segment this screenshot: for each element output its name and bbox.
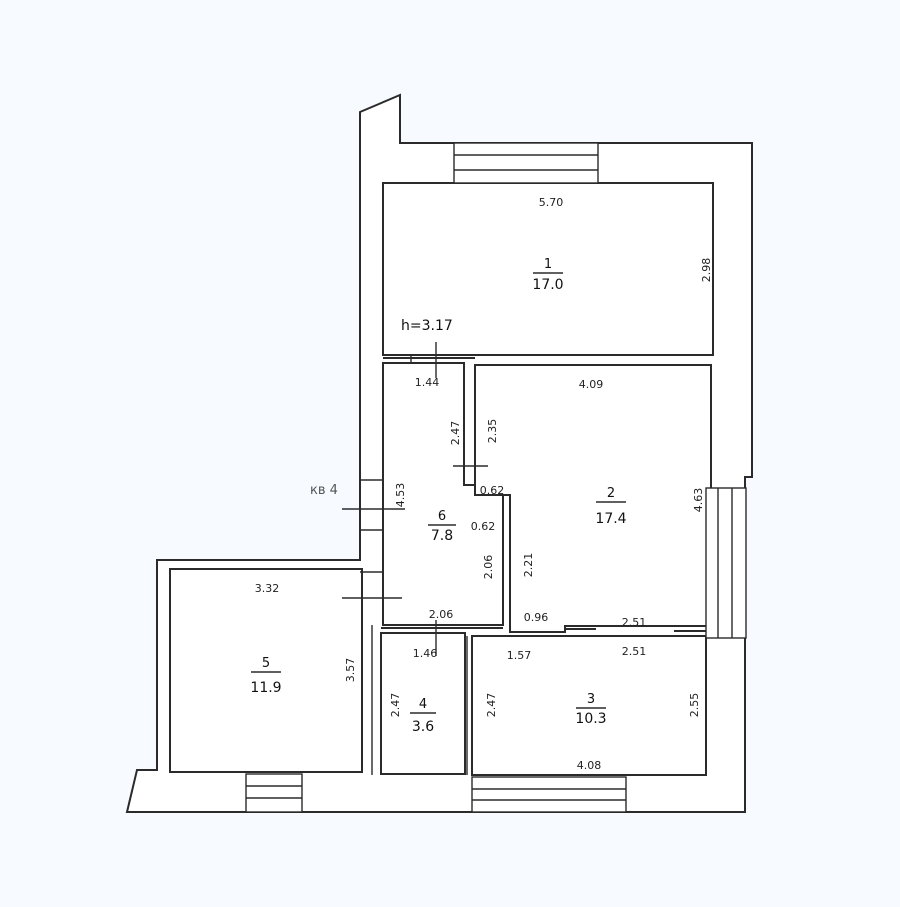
- room-4-number: 4: [419, 697, 427, 712]
- dim-r3-top-left: 1.57: [507, 649, 532, 662]
- ceiling-height-label: h=3.17: [401, 318, 453, 334]
- dim-r2-notch: 0.62: [480, 484, 505, 497]
- dim-r3-right: 2.55: [688, 693, 701, 718]
- dim-r3-top-right: 2.51: [622, 645, 647, 658]
- room-2-number: 2: [607, 486, 615, 501]
- window-bottom-left: [245, 773, 303, 813]
- dim-r6-width-bottom: 2.06: [429, 608, 454, 621]
- window-right: [705, 487, 747, 639]
- room-5-number: 5: [262, 656, 270, 671]
- dim-r4-height: 2.47: [389, 693, 402, 718]
- dim-r3-left: 2.47: [485, 693, 498, 718]
- dim-r2-width: 4.09: [579, 378, 604, 391]
- dim-r3-width: 4.08: [577, 759, 602, 772]
- dim-r1-width: 5.70: [539, 196, 564, 209]
- room-3-number: 3: [587, 692, 595, 707]
- dim-r6-lower: 2.06: [482, 555, 495, 580]
- dim-r6-upper: 2.47: [449, 421, 462, 446]
- room-4-area: 3.6: [412, 719, 434, 735]
- room-1-number: 1: [544, 257, 552, 272]
- room-2: [474, 364, 712, 633]
- dim-r2-height: 4.63: [692, 488, 705, 513]
- dim-r6-height: 4.53: [394, 483, 407, 508]
- dim-corridor-b: 2.51: [622, 616, 647, 629]
- room-5-area: 11.9: [250, 680, 281, 696]
- room-5: [169, 568, 363, 773]
- room-1-area: 17.0: [532, 277, 563, 293]
- door-marks: [342, 342, 706, 775]
- room-6-area: 7.8: [431, 528, 453, 544]
- room-1: [382, 182, 714, 356]
- room-6-number: 6: [438, 509, 446, 524]
- window-top: [453, 142, 599, 184]
- dim-r2-lower: 2.21: [522, 553, 535, 578]
- room-2-area: 17.4: [595, 511, 626, 527]
- dim-r1-height: 2.98: [700, 258, 713, 283]
- apartment-label: кв 4: [310, 483, 338, 498]
- room-3-area: 10.3: [575, 711, 606, 727]
- dim-corridor: 0.96: [524, 611, 549, 624]
- room-3: [471, 635, 707, 776]
- dim-r6-width-top: 1.44: [415, 376, 440, 389]
- dim-r2-upper: 2.35: [486, 419, 499, 444]
- window-bottom-right: [471, 776, 627, 813]
- dim-r6-notch: 0.62: [471, 520, 496, 533]
- dim-r5-width: 3.32: [255, 582, 280, 595]
- dim-r5-height: 3.57: [344, 658, 357, 683]
- room-4: [380, 632, 466, 775]
- dim-r4-width: 1.46: [413, 647, 438, 660]
